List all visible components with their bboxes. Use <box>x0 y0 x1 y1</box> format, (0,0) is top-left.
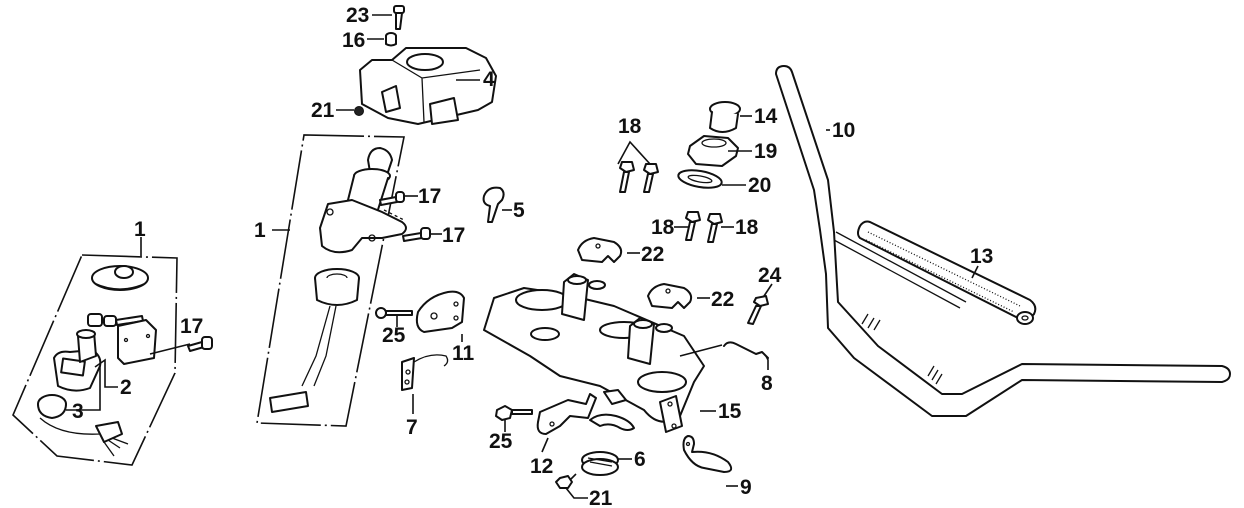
leader-12 <box>541 437 549 453</box>
steering-bearing-icon <box>581 451 619 476</box>
ignition-cover-group: 23 16 4 21 <box>311 4 497 125</box>
flange-bolt-icon-25a <box>375 307 413 319</box>
wire-clamp-icon <box>723 341 769 359</box>
washer-icon <box>677 169 723 189</box>
callout-3: 3 <box>72 400 84 423</box>
callout-1a: 1 <box>134 218 146 241</box>
leader-18a <box>617 140 651 165</box>
holder-bolt-group: 18 18 18 <box>617 115 759 243</box>
switch-cap-icon <box>91 265 149 291</box>
callout-2: 2 <box>120 376 132 399</box>
top-bridge-group: 15 <box>483 273 742 433</box>
callout-1b: 1 <box>254 219 266 242</box>
screw-icon <box>187 336 213 352</box>
holder-bolt-icon-c <box>685 211 701 241</box>
leader-3 <box>66 366 101 411</box>
leader-21b <box>565 487 588 499</box>
connector-icon <box>37 394 129 457</box>
callout-25a: 25 <box>382 324 406 347</box>
callout-17b: 17 <box>442 224 465 247</box>
callout-18c: 18 <box>735 216 759 239</box>
flange-bolt-icon-25b <box>495 405 533 421</box>
key-cylinder-icon <box>53 329 102 392</box>
callout-13: 13 <box>970 245 993 268</box>
mount-bracket-icon <box>415 290 465 333</box>
callout-22b: 22 <box>711 288 734 311</box>
stem-cap-icon <box>709 101 741 133</box>
lower-parts-group: 25 12 6 21 9 <box>489 393 752 508</box>
callout-10: 10 <box>832 119 855 142</box>
stem-group: 14 19 20 <box>677 101 778 197</box>
callout-4: 4 <box>483 68 495 91</box>
callout-24: 24 <box>758 264 782 287</box>
group-boundary-main <box>256 134 405 427</box>
collar-icon <box>385 32 397 47</box>
holder-bolt-icon-a <box>619 161 635 193</box>
callout-17a: 17 <box>418 185 441 208</box>
ignition-switch-icon <box>319 147 407 254</box>
ignition-kit-group-left: 1 2 3 17 <box>12 218 213 466</box>
callout-8: 8 <box>761 372 773 395</box>
callout-9: 9 <box>740 476 752 499</box>
leader-2 <box>94 358 118 388</box>
nut-icon-21b <box>555 475 573 489</box>
flange-bolt-icon-24 <box>747 295 769 325</box>
ignition-switch-group: 1 17 17 <box>254 134 465 427</box>
callout-18a: 18 <box>618 115 642 138</box>
callout-19: 19 <box>754 140 777 163</box>
callout-11: 11 <box>452 342 475 365</box>
stem-nut-icon <box>687 135 739 167</box>
callout-20: 20 <box>748 174 771 197</box>
callout-25b: 25 <box>489 430 513 453</box>
handlebar-holder-icon-b <box>647 283 693 309</box>
leader-24 <box>763 283 773 297</box>
hose-clamp-icon <box>682 435 733 473</box>
leader-8 <box>765 355 769 370</box>
screw-icon-b <box>402 227 431 242</box>
callout-15: 15 <box>718 400 742 423</box>
callout-5: 5 <box>513 199 525 222</box>
callout-16: 16 <box>342 29 365 52</box>
handlebar-icon <box>775 65 1231 417</box>
leader-8b <box>679 344 723 357</box>
wire-clamp-group: 24 8 <box>679 264 782 395</box>
ignition-cover-icon <box>359 47 497 125</box>
top-bridge-icon <box>483 273 705 433</box>
key-icon-5 <box>482 186 505 223</box>
callout-14: 14 <box>754 105 778 128</box>
bracket-group-left: 25 11 7 <box>375 290 475 439</box>
cover-bolt-icon <box>393 5 405 30</box>
holder-bolt-icon-d <box>707 213 723 243</box>
key-group: 5 <box>482 186 525 223</box>
callout-23: 23 <box>346 4 369 27</box>
holder-bolt-icon-b <box>643 163 659 193</box>
callout-21a: 21 <box>311 99 335 122</box>
handlebar-holder-icon-a <box>577 237 623 263</box>
switch-plate-icon <box>117 319 157 365</box>
stay-bracket-icon <box>401 354 449 391</box>
callout-17c: 17 <box>180 315 203 338</box>
switch-body-icon <box>269 268 360 413</box>
callout-12: 12 <box>530 455 553 478</box>
callout-22a: 22 <box>641 243 664 266</box>
callout-21b: 21 <box>589 487 613 508</box>
handlebar-group: 10 13 <box>775 65 1231 417</box>
callout-7: 7 <box>406 416 418 439</box>
callout-6: 6 <box>634 448 646 471</box>
handlebar-pad-icon <box>857 220 1037 325</box>
alignment-line <box>383 209 405 221</box>
leader-13 <box>971 265 979 279</box>
screw-icon-a <box>379 191 405 206</box>
leader-17c <box>149 343 191 355</box>
callout-18b: 18 <box>651 216 675 239</box>
nut-icon <box>354 106 364 116</box>
lower-bracket-icon <box>536 393 635 435</box>
group-boundary-left <box>12 254 178 466</box>
holder-group: 22 22 <box>577 237 734 311</box>
